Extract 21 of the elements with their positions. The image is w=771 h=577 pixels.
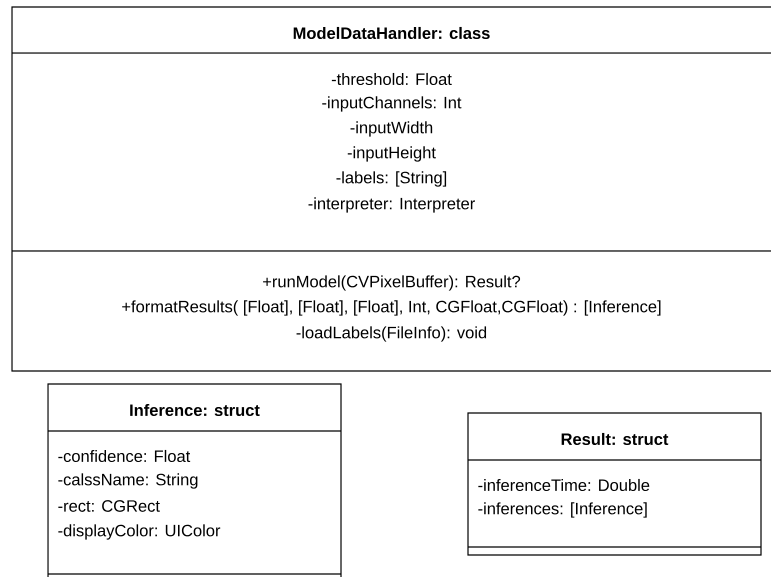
attribute: -threshold: Float bbox=[332, 72, 452, 86]
attribute: -displayColor: UIColor bbox=[58, 524, 220, 540]
attribute: -confidence: Float bbox=[58, 450, 190, 462]
attribute: -inferenceTime: Double bbox=[478, 478, 650, 492]
class-box bbox=[11, 6, 771, 372]
method: +runModel(CVPixelBuffer): Result? bbox=[263, 275, 520, 291]
method: +formatResults( [Float], [Float], [Float], Int, CGFloat,CGFloat) : [Inference] bbox=[122, 300, 660, 316]
attribute: -interpreter: Interpreter bbox=[308, 197, 475, 213]
class-name: Result: struct bbox=[562, 432, 668, 446]
attribute: -inputChannels: Int bbox=[322, 96, 462, 112]
class-name: ModelDataHandler: class bbox=[294, 26, 490, 40]
class-name: Inference: struct bbox=[130, 404, 260, 416]
attribute: -inputHeight bbox=[348, 146, 436, 162]
attribute: -inferences: [Inference] bbox=[478, 502, 647, 518]
class-box bbox=[47, 383, 342, 577]
attribute: -calssName: String bbox=[58, 473, 198, 489]
attribute: -rect: CGRect bbox=[58, 500, 160, 512]
attribute: -labels: [String] bbox=[336, 171, 446, 187]
class-box bbox=[467, 412, 762, 556]
method: -loadLabels(FileInfo): void bbox=[296, 326, 486, 342]
attribute: -inputWidth bbox=[350, 121, 432, 137]
